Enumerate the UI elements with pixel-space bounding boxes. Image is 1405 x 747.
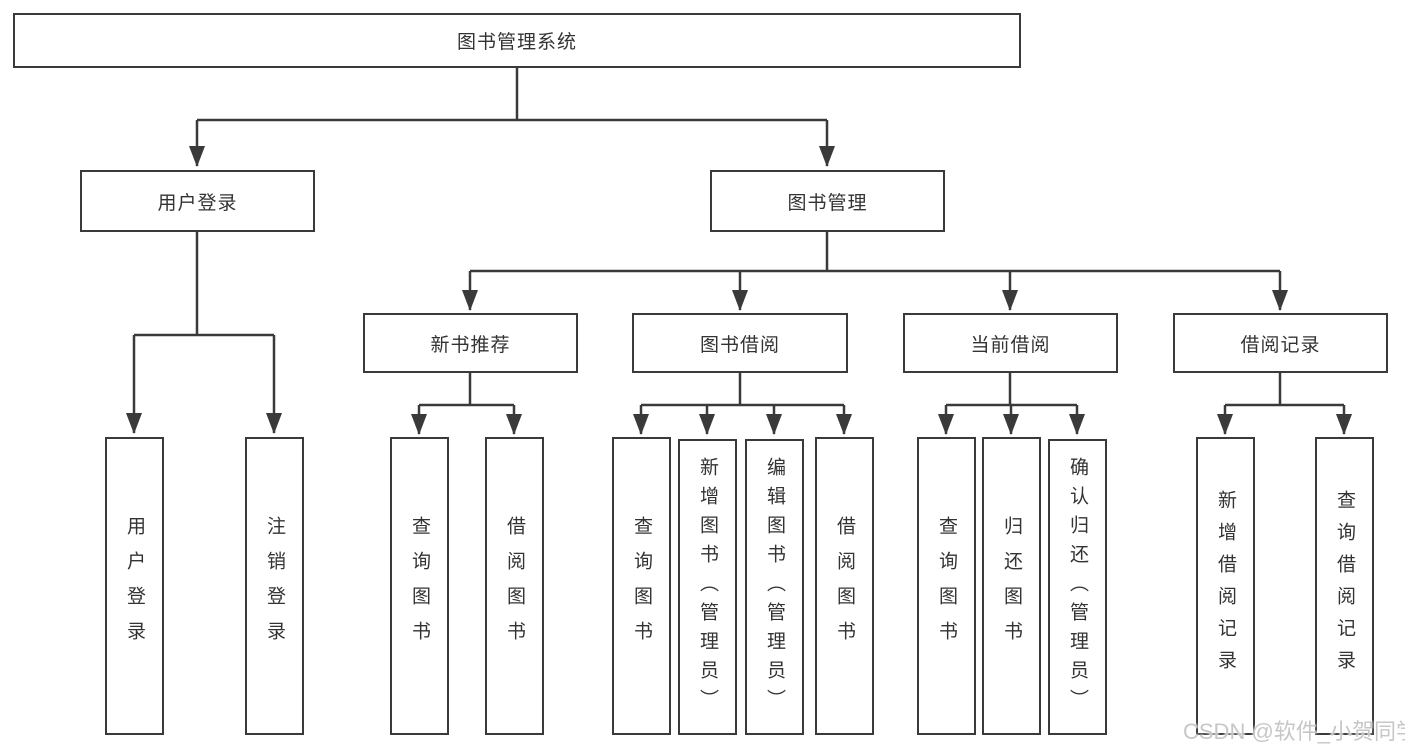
edge-book-borrow-children xyxy=(633,373,852,435)
leaf-cb-confirm-return-label: 确认归还（管理员） xyxy=(1067,456,1088,718)
leaf-br-query-record: 查询借阅记录 xyxy=(1315,437,1374,735)
leaf-br-add-record: 新增借阅记录 xyxy=(1196,437,1255,735)
leaf-nbr-query-book: 查询图书 xyxy=(390,437,449,735)
leaf-cb-query-book-label: 查询图书 xyxy=(936,516,957,656)
node-user-login: 用户登录 xyxy=(80,170,315,232)
csdn-watermark: CSDN @软件_小贺同学 xyxy=(1183,719,1405,744)
edge-root-to-level2 xyxy=(189,68,835,167)
leaf-user-login: 用户登录 xyxy=(105,437,164,735)
leaf-bb-borrow-book-label: 借阅图书 xyxy=(834,516,855,656)
node-book-borrow-label: 图书借阅 xyxy=(699,334,780,356)
leaf-bb-add-book-label: 新增图书（管理员） xyxy=(697,456,718,718)
leaf-cb-return-book: 归还图书 xyxy=(982,437,1041,735)
node-root-label: 图书管理系统 xyxy=(456,32,577,53)
leaf-bb-query-book: 查询图书 xyxy=(612,437,671,735)
node-book-mgmt: 图书管理 xyxy=(710,170,945,232)
leaf-bb-edit-book: 编辑图书（管理员） xyxy=(745,439,804,735)
leaf-bb-borrow-book: 借阅图书 xyxy=(815,437,874,735)
node-current-borrow-label: 当前借阅 xyxy=(970,334,1051,356)
leaf-nbr-query-book-label: 查询图书 xyxy=(409,516,430,656)
node-user-login-label: 用户登录 xyxy=(157,192,238,214)
leaf-cb-query-book: 查询图书 xyxy=(917,437,976,735)
node-new-book-rec: 新书推荐 xyxy=(363,313,578,373)
node-borrow-record-label: 借阅记录 xyxy=(1240,334,1321,356)
leaf-nbr-borrow-book-label: 借阅图书 xyxy=(504,516,525,656)
leaf-nbr-borrow-book: 借阅图书 xyxy=(485,437,544,735)
edge-current-borrow-children xyxy=(938,373,1085,435)
leaf-bb-query-book-label: 查询图书 xyxy=(631,516,652,656)
leaf-br-add-record-label: 新增借阅记录 xyxy=(1215,490,1236,682)
node-current-borrow: 当前借阅 xyxy=(903,313,1118,373)
leaf-logout: 注销登录 xyxy=(245,437,304,735)
edge-borrow-record-children xyxy=(1217,373,1352,435)
leaf-br-query-record-label: 查询借阅记录 xyxy=(1334,490,1355,682)
node-book-mgmt-label: 图书管理 xyxy=(787,192,868,214)
node-root: 图书管理系统 xyxy=(13,13,1021,68)
leaf-bb-add-book: 新增图书（管理员） xyxy=(678,439,737,735)
edge-user-login-children xyxy=(126,232,282,434)
leaf-user-login-label: 用户登录 xyxy=(124,516,145,656)
leaf-cb-confirm-return: 确认归还（管理员） xyxy=(1048,439,1107,735)
node-borrow-record: 借阅记录 xyxy=(1173,313,1388,373)
edge-book-mgmt-children xyxy=(462,232,1288,311)
leaf-logout-label: 注销登录 xyxy=(264,516,285,656)
node-new-book-rec-label: 新书推荐 xyxy=(430,334,511,356)
leaf-cb-return-book-label: 归还图书 xyxy=(1001,516,1022,656)
edge-new-book-rec-children xyxy=(411,373,522,435)
node-book-borrow: 图书借阅 xyxy=(632,313,848,373)
leaf-bb-edit-book-label: 编辑图书（管理员） xyxy=(764,456,785,718)
